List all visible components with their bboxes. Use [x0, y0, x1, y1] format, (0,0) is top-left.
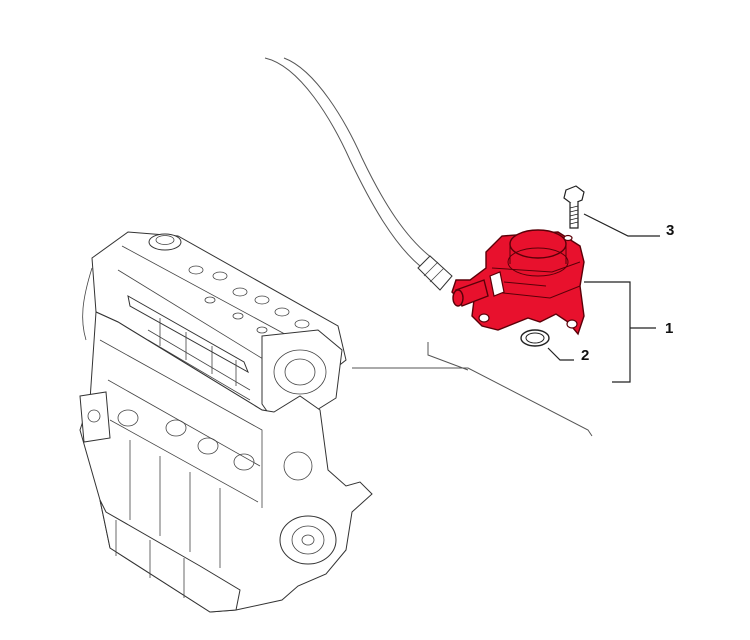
engine-block	[79, 231, 373, 613]
callout-3: 3	[666, 222, 675, 239]
leader-line-2	[547, 347, 574, 361]
leader-lines	[547, 213, 660, 383]
leader-line-3	[583, 213, 660, 237]
leader-bracket-1	[584, 281, 631, 383]
reference-lines	[352, 342, 593, 437]
seal-ring[interactable]	[520, 329, 550, 347]
callout-1: 1	[665, 320, 674, 337]
bolt[interactable]	[563, 185, 585, 229]
callout-2: 2	[581, 347, 590, 364]
oil-separator[interactable]	[451, 229, 585, 336]
breather-hose	[264, 57, 453, 291]
